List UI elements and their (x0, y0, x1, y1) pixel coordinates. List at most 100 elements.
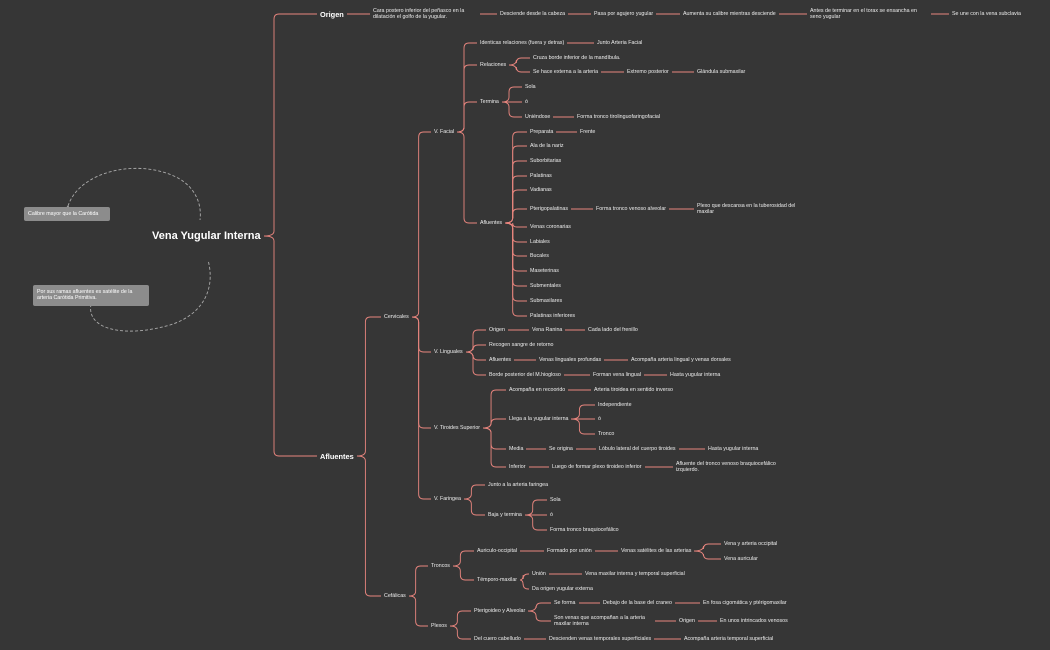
topic-inferior[interactable]: Inferior (509, 464, 526, 470)
topic-borde-posterior-del-m-hiogloso[interactable]: Borde posterior del M.hiogloso (489, 372, 561, 378)
topic-palatinas[interactable]: Palatinas (530, 173, 552, 179)
topic-union[interactable]: Unión (532, 571, 546, 577)
topic-venas-linguales-profundas[interactable]: Venas linguales profundas (539, 357, 602, 363)
topic-junto-a-la-arteria-faringea[interactable]: Junto a la arteria faringea (488, 482, 549, 488)
topic-del-cuero-cabelludo[interactable]: Del cuero cabelludo (474, 636, 521, 642)
topic-venas-coronarias[interactable]: Venas coronarias (530, 224, 571, 230)
topic-bucales[interactable]: Bucales (530, 253, 549, 259)
topic-palatinas-inferiores[interactable]: Palatinas inferiores (530, 313, 576, 319)
topic-pasa-por-agujero-yugular[interactable]: Pasa por agujero yugular (594, 11, 654, 17)
topic-vena-maxilar-interna-y-temporal-superfic[interactable]: Vena maxilar interna y temporal superfic… (585, 571, 685, 577)
topic-luego-de-formar-plexo-tiroideo-inferior[interactable]: Luego de formar plexo tiroideo inferior (552, 464, 642, 470)
topic-origen[interactable]: Origen (679, 618, 695, 624)
topic-media[interactable]: Media (509, 446, 524, 452)
topic-vena-auricular[interactable]: Vena auricular (724, 556, 758, 562)
topic-tronco[interactable]: Tronco (598, 431, 615, 437)
topic-se-origina[interactable]: Se origina (549, 446, 573, 452)
topic-auriculo-occipital[interactable]: Auriculo-occipital (477, 548, 518, 554)
topic-ala-de-la-nariz[interactable]: Ala de la nariz (530, 143, 564, 149)
topic-lobulo-lateral-del-cuerpo-tiroides[interactable]: Lóbulo lateral del cuerpo tiroides (599, 446, 676, 452)
topic-da-origen-yugular-externa[interactable]: Da origen yugular externa (532, 586, 593, 592)
topic-arteria-tiroidea-en-sentido-inverso[interactable]: Arteria tiroidea en sentido inverso (594, 387, 673, 393)
topic-uniendose[interactable]: Uniéndose (525, 114, 551, 120)
topic-forman-vena-lingual[interactable]: Forman vena lingual (593, 372, 641, 378)
topic-suborbitarias[interactable]: Suborbitarias (530, 158, 562, 164)
topic-v-facial[interactable]: V. Facial (434, 129, 455, 135)
topic-pterigoideo-y-alveolar[interactable]: Pterigoideo y Alveolar (474, 608, 526, 614)
topic-hasta-yugular-interna[interactable]: Hasta yugular interna (708, 446, 759, 452)
topic-en-fosa-cigomatica-y-pterigomaxilar[interactable]: En fosa cigomática y ptérigomaxilar (703, 600, 787, 606)
topic-forma-tronco-venoso-alveolar[interactable]: Forma tronco venoso alveolar (596, 206, 667, 212)
topic-antes-de-terminar-en-el-torax-se-ensanch[interactable]: Antes de terminar en el torax se ensanch… (810, 7, 917, 20)
topic-independiente[interactable]: Independiente (598, 402, 632, 408)
topic-afluente-del-tronco-venoso-braquiocefali[interactable]: Afluente del tronco venoso braquiocefáli… (676, 460, 776, 473)
topic-afluentes[interactable]: Afluentes (489, 357, 512, 363)
topic-descienden-venas-temporales-superficiale[interactable]: Descienden venas temporales superficiale… (549, 636, 652, 642)
topic-cara-postero-inferior-del-penasco-en-la-[interactable]: Cara postero inferior del peñasco en la … (373, 7, 465, 20)
topic-relaciones[interactable]: Relaciones (480, 62, 507, 68)
connector-vf_afl-a10 (504, 222, 527, 272)
topic-formado-por-union[interactable]: Formado por unión (547, 548, 592, 554)
connector-vf_afl-a4 (504, 175, 527, 224)
topic-sola[interactable]: Sola (550, 497, 561, 503)
topic-vena-y-arteria-occipital[interactable]: Vena y arteria occipital (724, 541, 778, 547)
central-topic-vena-yugular-interna[interactable]: Vena Yugular Interna (152, 229, 261, 242)
topic-acompana-en-recoorido[interactable]: Acompaña en recoorido (509, 387, 566, 393)
topic-junto-arteria-facial[interactable]: Junto Arteria Facial (597, 40, 643, 46)
connector-vt-vt_ll (482, 418, 506, 429)
topic-venas-satelites-de-las-arterias[interactable]: Venas satélites de las arterias (621, 548, 692, 554)
topic-cruza-borde-inferior-de-la-mandibula[interactable]: Cruza borde inferior de la mandíbula. (533, 55, 621, 61)
topic-v-tiroides-superior[interactable]: V. Tiroides Superior (434, 425, 481, 431)
connector-vfa-vfa1 (463, 484, 485, 500)
topic-llega-a-la-yugular-interna[interactable]: Llega a la yugular interna (509, 416, 569, 422)
topic-hasta-yugular-interna[interactable]: Hasta yugular interna (670, 372, 721, 378)
topic-se-hace-externa-a-la-arteria[interactable]: Se hace externa a la arteria (533, 69, 599, 75)
topic-cervicales[interactable]: Cervicales (384, 314, 409, 320)
connector-vt-vt_in (482, 427, 506, 468)
topic-recogen-sangre-de-retorno[interactable]: Recogen sangre de retorno (489, 342, 554, 348)
topic-plexo-que-descansa-en-la-tuberosidad-del[interactable]: Plexo que descansa en la tuberosidad del… (697, 202, 796, 215)
topic-preparata[interactable]: Preparata (530, 129, 554, 135)
topic-sola[interactable]: Sola (525, 84, 536, 90)
topic-v-faringea[interactable]: V. Faringea (434, 496, 461, 502)
topic-maseterinas[interactable]: Maseterinas (530, 268, 559, 274)
topic-forma-tronco-tirolinguofaringofacial[interactable]: Forma tronco tirolinguofaringofacial (577, 114, 661, 120)
topic-o[interactable]: ó (598, 416, 601, 422)
topic-o[interactable]: ó (550, 512, 553, 518)
topic-acompana-arteria-lingual-y-venas-dorsale[interactable]: Acompaña arteria lingual y venas dorsale… (631, 357, 731, 363)
topic-origen[interactable]: Origen (489, 327, 505, 333)
topic-debajo-de-la-base-del-craneo[interactable]: Debajo de la base del craneo (603, 600, 672, 606)
callout-calibre[interactable]: Calibre mayor que la Carótida (24, 207, 110, 222)
topic-o[interactable]: ó (525, 99, 528, 105)
topic-troncos[interactable]: Troncos (431, 563, 450, 569)
topic-origen[interactable]: Origen (320, 9, 344, 19)
topic-vadianas[interactable]: Vadianas (530, 187, 552, 193)
topic-temporo-maxilar[interactable]: Témporo-maxilar (477, 577, 518, 583)
topic-en-unos-intrincados-venosos[interactable]: En unos intrincados venosos (720, 618, 788, 624)
topic-pterigopalatinas[interactable]: Pterigopalatinas (530, 206, 568, 212)
topic-cefalicas[interactable]: Cefálicas (384, 593, 406, 599)
topic-extremo-posterior[interactable]: Extremo posterior (627, 69, 669, 75)
topic-submaxilares[interactable]: Submaxilares (530, 298, 563, 304)
topic-termina[interactable]: Termina (480, 99, 499, 105)
topic-se-une-con-la-vena-subclavia[interactable]: Se une con la vena subclavia (952, 11, 1021, 17)
topic-frente[interactable]: Frente (580, 129, 596, 135)
topic-glandula-submaxilar[interactable]: Glándula submaxilar (697, 69, 746, 75)
topic-labiales[interactable]: Labiales (530, 239, 550, 245)
topic-baja-y-termina[interactable]: Baja y termina (488, 512, 522, 518)
topic-cada-lado-del-frenillo[interactable]: Cada lado del frenillo (588, 327, 638, 333)
topic-identicas-relaciones-fuera-y-detras[interactable]: Identicas relaciones (fuera y detras) (480, 40, 565, 46)
topic-son-venas-que-acompanan-a-la-arteria-max[interactable]: Son venas que acompañan a la arteria max… (554, 614, 645, 627)
topic-desciende-desde-la-cabeza[interactable]: Desciende desde la cabeza (500, 11, 566, 17)
callout-satelite[interactable]: Por sus ramas afluentes es satélite de l… (33, 285, 149, 306)
topic-forma-tronco-braquiocefalico[interactable]: Forma tronco braquiocefálico (550, 527, 619, 533)
topic-afluentes[interactable]: Afluentes (320, 451, 354, 461)
topic-aumenta-su-calibre-mientras-desciende[interactable]: Aumenta su calibre mientras desciende (683, 11, 776, 17)
topic-afluentes[interactable]: Afluentes (480, 220, 503, 226)
topic-vena-ranina[interactable]: Vena Ranina (532, 327, 563, 333)
topic-submentales[interactable]: Submentales (530, 283, 561, 289)
topic-v-linguales[interactable]: V. Linguales (434, 349, 463, 355)
topic-acompana-arteria-temporal-superficial[interactable]: Acompaña arteria temporal superficial (684, 636, 774, 642)
topic-plexos[interactable]: Plexos (431, 623, 447, 629)
topic-se-forma[interactable]: Se forma (554, 600, 576, 606)
